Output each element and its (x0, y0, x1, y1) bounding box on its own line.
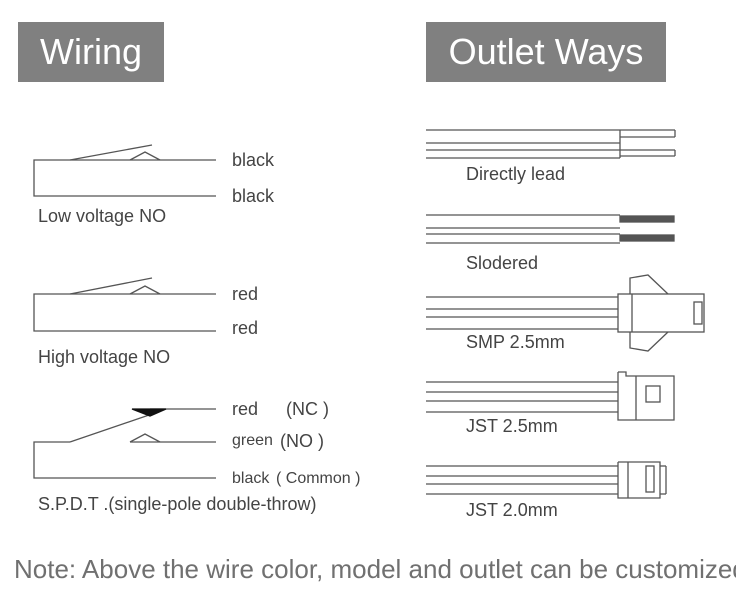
spdt-common-tag: ( Common ) (276, 470, 361, 487)
low-voltage-no-switch (33, 144, 216, 197)
high-voltage-no-switch (33, 277, 216, 332)
outlet-jst-25-connector (426, 371, 675, 421)
low-voltage-no-caption: Low voltage NO (38, 206, 167, 226)
outlet-direct-lead (426, 129, 676, 159)
high-voltage-wire-bottom-label: red (232, 318, 259, 338)
outlet-ways-header: Outlet Ways (426, 22, 666, 82)
outlet-label-jst-20: JST 2.0mm (466, 500, 558, 520)
spdt-nc-tag: (NC ) (286, 399, 329, 419)
low-voltage-wire-bottom-label: black (232, 186, 275, 206)
outlet-soldered (426, 214, 675, 244)
outlet-label-smp: SMP 2.5mm (466, 332, 565, 352)
spdt-caption: S.P.D.T .(single-pole double-throw) (38, 494, 317, 514)
outlet-jst-20-connector (426, 461, 667, 499)
wiring-header: Wiring (18, 22, 164, 82)
outlet-smp-connector (426, 274, 705, 352)
spdt-nc-wire-label: red (232, 399, 259, 419)
high-voltage-no-caption: High voltage NO (38, 347, 171, 367)
outlet-ways-title: Outlet Ways (448, 31, 644, 72)
spdt-no-tag: (NO ) (280, 431, 324, 451)
outlet-label-jst-25: JST 2.5mm (466, 416, 558, 436)
low-voltage-wire-top-label: black (232, 150, 275, 170)
high-voltage-wire-top-label: red (232, 284, 259, 304)
outlet-label-soldered: Slodered (466, 253, 539, 273)
spdt-no-wire-label: green (232, 432, 273, 449)
spdt-common-wire-label: black (232, 470, 270, 487)
wiring-title: Wiring (39, 31, 142, 72)
spdt-switch (33, 408, 216, 479)
outlet-label-direct-lead: Directly lead (466, 164, 566, 184)
customization-note: Note: Above the wire color, model and ou… (14, 554, 736, 584)
